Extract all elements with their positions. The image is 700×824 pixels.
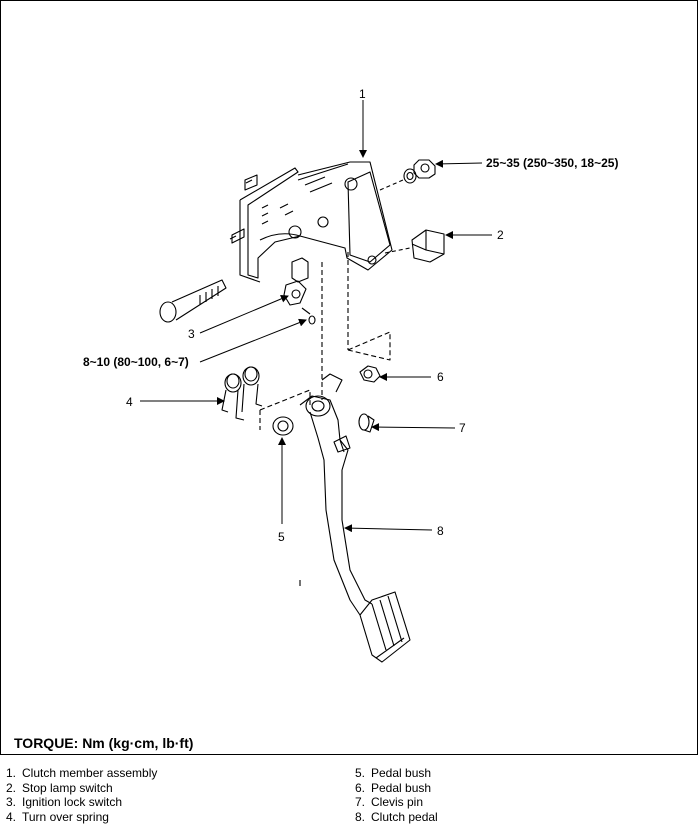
leader-line-8 [345, 528, 432, 530]
clutch-pedal-exploded-diagram [0, 0, 700, 755]
callout-5: 5 [278, 530, 285, 544]
legend-item: 6.Pedal bush [355, 781, 438, 796]
leader-lines [140, 100, 492, 530]
leader-line-torque-nut [436, 163, 482, 164]
torque-units-title: TORQUE: Nm (kg·cm, lb·ft) [14, 735, 193, 751]
legend-item: 1.Clutch member assembly [6, 766, 157, 781]
callout-7: 7 [459, 421, 466, 435]
legend-item: 7.Clevis pin [355, 795, 438, 810]
clutch-member-assembly-part [230, 162, 392, 282]
pedal-bush-6-part [360, 366, 380, 382]
callout-4: 4 [126, 395, 133, 409]
legend-right: 5.Pedal bush 6.Pedal bush 7.Clevis pin 8… [355, 766, 438, 824]
callout-6: 6 [437, 370, 444, 384]
callout-2: 2 [497, 228, 504, 242]
stop-lamp-switch-part [412, 230, 444, 262]
callout-3: 3 [188, 327, 195, 341]
legend-item: 3.Ignition lock switch [6, 795, 157, 810]
clevis-pin-part [359, 414, 374, 432]
assembly-line [260, 252, 390, 430]
turn-over-spring-part [222, 367, 262, 420]
legend-item: 2.Stop lamp switch [6, 781, 157, 796]
legend-item: 4.Turn over spring [6, 810, 157, 824]
assembly-line [385, 248, 410, 253]
nut-part [414, 160, 435, 178]
assembly-line [380, 180, 403, 190]
leader-line-7 [372, 427, 455, 428]
legend-item: 5.Pedal bush [355, 766, 438, 781]
leader-line-3 [200, 296, 288, 333]
clutch-pedal-part [300, 374, 410, 662]
torque-spec-switch: 8~10 (80~100, 6~7) [83, 355, 189, 369]
legend-item: 8.Clutch pedal [355, 810, 438, 824]
callout-8: 8 [437, 524, 444, 538]
legend-left: 1.Clutch member assembly 2.Stop lamp swi… [6, 766, 157, 824]
pedal-bush-5-part [273, 417, 293, 435]
bolt-part [160, 280, 226, 322]
callout-1: 1 [359, 87, 366, 101]
ignition-lock-switch-part [284, 258, 315, 324]
torque-spec-nut: 25~35 (250~350, 18~25) [486, 156, 618, 170]
